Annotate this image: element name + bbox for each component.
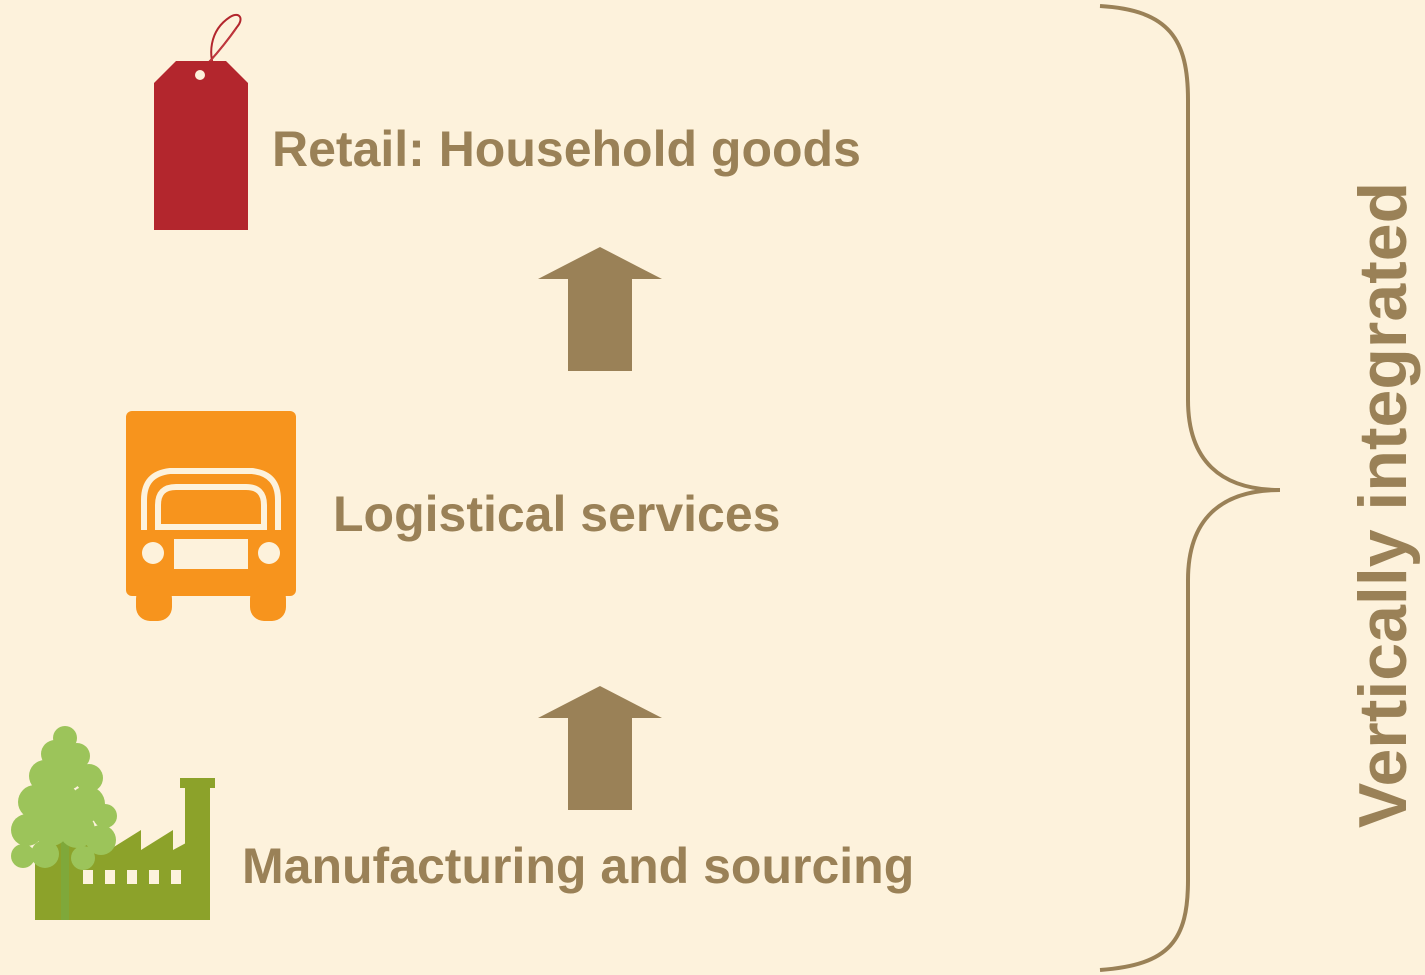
truck-icon [126, 411, 296, 621]
retail-label: Retail: Household goods [272, 121, 861, 177]
arrow-up-icon [538, 247, 662, 371]
tree-factory-icon [11, 726, 215, 920]
price-tag-icon [154, 13, 248, 230]
curly-brace-icon [1099, 4, 1281, 972]
arrow-up-icon [538, 686, 662, 810]
logistics-label: Logistical services [333, 486, 781, 542]
vertically-integrated-label: Vertically integrated [1345, 181, 1421, 829]
manufacturing-label: Manufacturing and sourcing [242, 838, 915, 894]
